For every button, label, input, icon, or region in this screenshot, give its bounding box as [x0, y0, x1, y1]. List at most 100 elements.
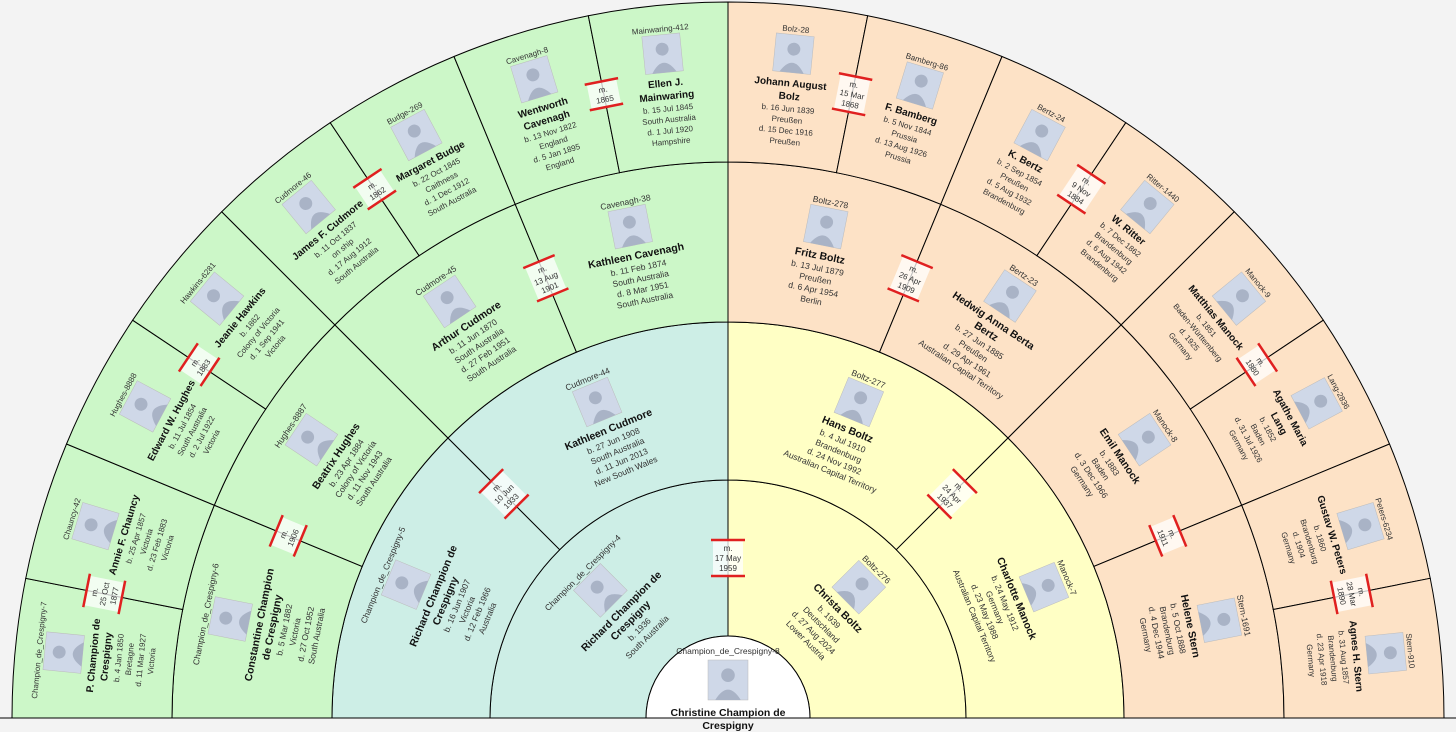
marriage-text: m.: [366, 179, 378, 191]
marriage-text: m.: [278, 528, 290, 540]
marriage-bg: [889, 255, 931, 301]
photo-head: [52, 645, 66, 659]
marriage-text: m.: [90, 587, 101, 597]
photo-shoulders: [840, 409, 863, 425]
marriage-bar-bottom: [887, 287, 920, 303]
photo-shoulders: [103, 520, 118, 544]
photo-head: [721, 668, 735, 682]
photo-head: [440, 291, 454, 305]
photo-head: [622, 215, 636, 229]
photo-shoulders: [1021, 583, 1037, 606]
marriage-label: m.1880: [1235, 342, 1279, 387]
wedge-Hughes-8888[interactable]: [65, 319, 267, 506]
marriage-bar-bottom: [503, 493, 530, 520]
wedge-Bolz-28[interactable]: [727, 1, 869, 174]
photo-shoulders: [239, 610, 252, 635]
photo-head: [854, 391, 868, 405]
photo-shoulders: [1019, 142, 1042, 158]
wedge-Manock-9[interactable]: [1120, 211, 1325, 410]
photo-shoulders: [652, 62, 677, 74]
marriage-bar-top: [1076, 163, 1107, 185]
wedge-Cavenagh-8[interactable]: [453, 15, 621, 205]
marriage-bar-top: [838, 72, 873, 82]
marriage-bg: [480, 470, 528, 518]
profile-id: Bolz-28: [782, 24, 810, 36]
marriage-label: m.1906: [268, 514, 308, 558]
wedge-Cudmore-46[interactable]: [221, 121, 420, 326]
person-name: Ellen J.: [648, 77, 684, 91]
marriage-text: m.: [1356, 587, 1367, 597]
marriage-bar-bottom: [1329, 580, 1339, 615]
person-dates: Preußen: [769, 136, 800, 148]
marriage-bg: [1331, 575, 1373, 613]
person-name: Crespigny: [702, 720, 754, 732]
marriage-text: 1865: [595, 93, 615, 105]
marriage-bar-top: [268, 514, 284, 548]
marriage-bar-bottom: [199, 357, 221, 387]
marriage-bg: [83, 575, 125, 613]
photo-head: [1006, 285, 1019, 299]
photo-shoulders: [222, 300, 240, 321]
marriage-bar-bottom: [536, 287, 569, 303]
person-dates: Victoria: [146, 647, 158, 675]
marriage-text: 1868: [840, 98, 860, 110]
marriage-bar-bottom: [1056, 193, 1087, 215]
photo-head: [134, 397, 148, 411]
photo-head: [855, 577, 869, 591]
marriage-text: m.: [1254, 356, 1266, 368]
photo-shoulders: [414, 142, 437, 158]
person-name: Crespigny: [99, 632, 115, 682]
photo-shoulders: [528, 87, 552, 101]
photo-shoulders: [413, 580, 429, 604]
marriage-text: m.: [1080, 175, 1092, 187]
marriage-text: 1890: [1335, 586, 1347, 606]
photo-head: [1141, 430, 1155, 444]
marriage-bg: [1237, 344, 1276, 385]
marriage-bar-bottom: [367, 189, 397, 211]
marriage-bg: [180, 344, 219, 385]
photo-shoulders: [450, 307, 471, 324]
person-dates: Berlin: [799, 293, 823, 307]
photo-shoulders: [810, 235, 834, 248]
marriage-label: m.1883: [177, 342, 221, 387]
photo-shoulders: [1294, 401, 1310, 424]
photo-shoulders: [152, 404, 168, 427]
photo-head: [526, 68, 540, 82]
marriage-text: 1877: [108, 586, 120, 606]
wedge-Peters-6234[interactable]: [1241, 443, 1431, 611]
marriage-bg: [586, 78, 622, 110]
marriage-text: 1959: [719, 564, 737, 573]
marriage-bg: [833, 73, 871, 115]
photo-head: [299, 197, 313, 210]
marriage-text: m.: [1166, 528, 1178, 540]
person-dates: Hampshire: [652, 135, 692, 148]
marriage-label: m.1911: [1148, 514, 1188, 558]
photo-shoulders: [310, 212, 331, 230]
photo-head: [219, 611, 233, 625]
person-dates: Bretagne: [124, 642, 136, 676]
photo-head: [1217, 612, 1231, 626]
photo-shoulders: [1216, 300, 1234, 321]
marriage-text: m.: [724, 544, 733, 553]
marriage-bar-bottom: [1148, 524, 1164, 558]
person-dates: Preußen: [771, 114, 802, 126]
marriage-bar-top: [1257, 342, 1279, 373]
photo-head: [407, 124, 421, 138]
wedge-Bertz-24[interactable]: [940, 55, 1127, 257]
marriage-bar-bottom: [117, 580, 127, 615]
photo-head: [655, 42, 669, 56]
photo-head: [1236, 289, 1249, 303]
marriage-bar-bottom: [292, 524, 308, 558]
person-name: Bolz: [778, 90, 800, 103]
photo-shoulders: [836, 591, 855, 610]
